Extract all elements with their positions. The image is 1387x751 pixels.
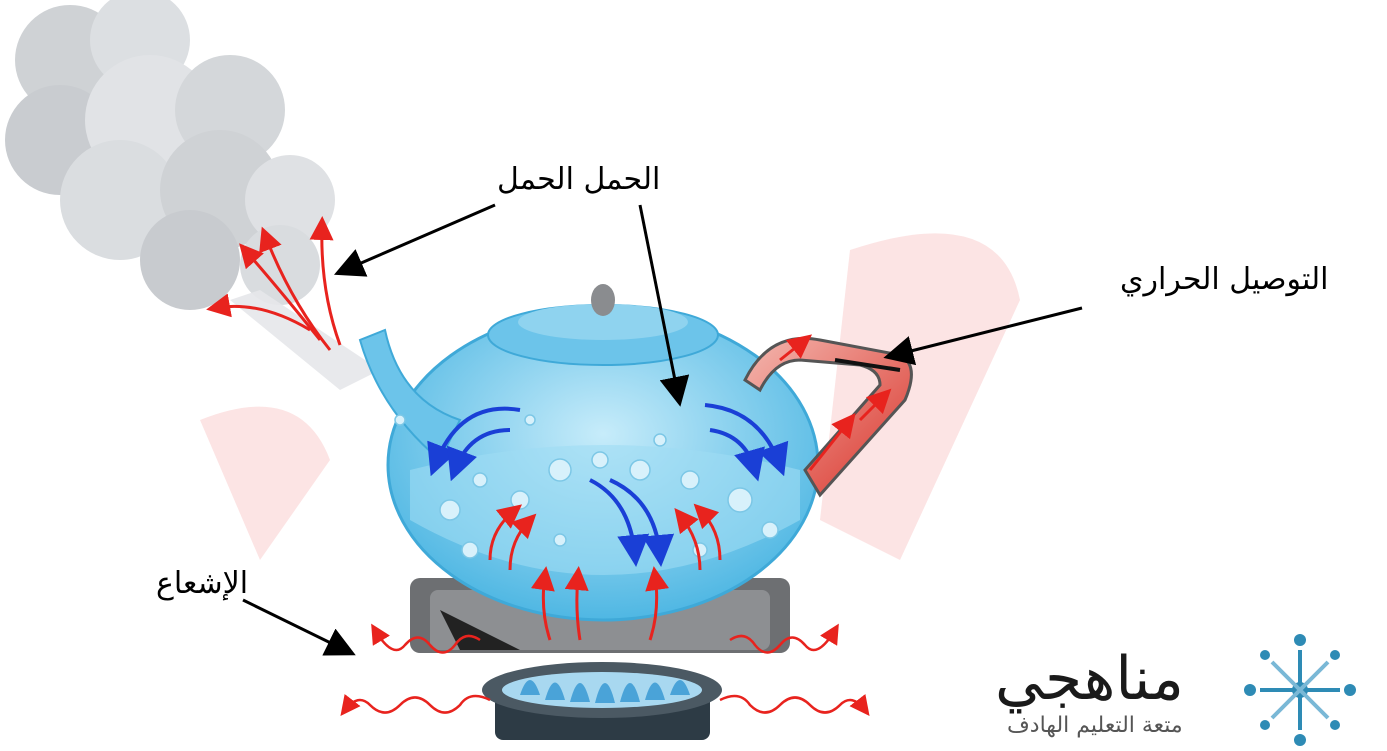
- steam-pointer-arrow: [345, 205, 495, 270]
- radiation-pointer-arrow: [243, 600, 345, 650]
- logo-tagline: متعة التعليم الهادف: [1007, 713, 1183, 738]
- conduction-label: التوصيل الحراري: [1120, 262, 1329, 297]
- convection-label: الحمل الحمل: [497, 162, 660, 197]
- radiation-label: الإشعاع: [156, 566, 248, 601]
- steam-cloud: [5, 0, 380, 390]
- logo-mark-icon: [1244, 634, 1356, 746]
- logo-name: مناهجي: [995, 644, 1184, 714]
